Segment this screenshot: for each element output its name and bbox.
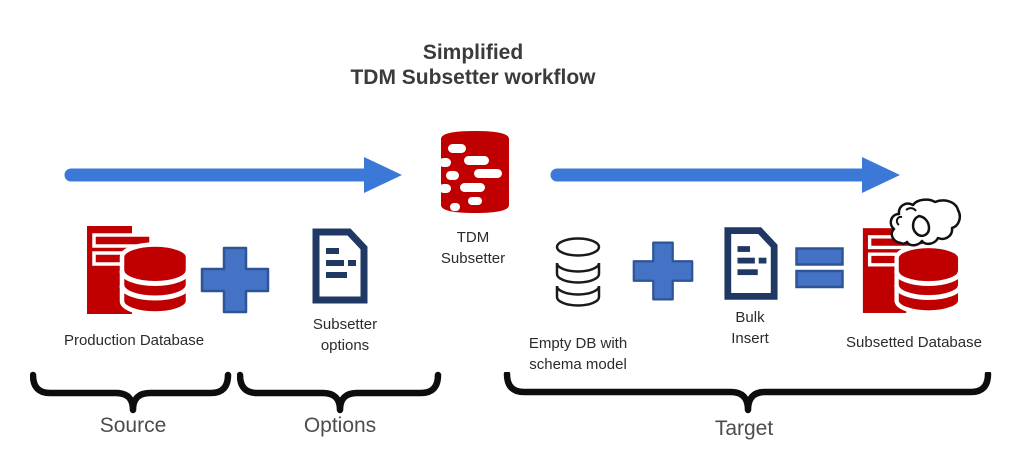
title-line-1: Simplified	[422, 41, 524, 64]
source-group-label: Source	[99, 414, 167, 437]
subsetter-options-document-icon	[312, 228, 368, 304]
empty-db-label: Empty DB with schema model	[528, 335, 628, 373]
flow-arrow-left-icon	[64, 157, 402, 193]
subsetter-options-label: Subsetter options	[312, 316, 378, 354]
target-brace-icon	[503, 372, 992, 414]
plus-icon	[200, 246, 270, 314]
empty-database-stack-icon	[555, 237, 601, 307]
subsetted-database-label: Subsetted Database	[846, 334, 982, 351]
target-group-label: Target	[714, 417, 774, 440]
options-brace-icon	[237, 371, 442, 414]
equals-icon	[795, 247, 844, 289]
bulk-insert-document-icon	[724, 227, 778, 300]
source-brace-icon	[30, 371, 232, 414]
production-database-icon	[87, 226, 191, 316]
tdm-subsetter-label: TDM Subsetter	[440, 229, 506, 267]
options-group-label: Options	[303, 414, 377, 437]
bulk-insert-label: Bulk Insert	[731, 309, 769, 347]
flow-arrow-right-icon	[550, 157, 900, 193]
red-database-cylinder-icon	[439, 131, 509, 213]
page-title: Simplified TDM Subsetter workflow	[350, 40, 595, 90]
title-line-2: TDM Subsetter workflow	[350, 66, 596, 89]
plus-icon	[632, 241, 694, 301]
production-database-label: Production Database	[63, 332, 205, 349]
hand-icon	[889, 198, 961, 247]
